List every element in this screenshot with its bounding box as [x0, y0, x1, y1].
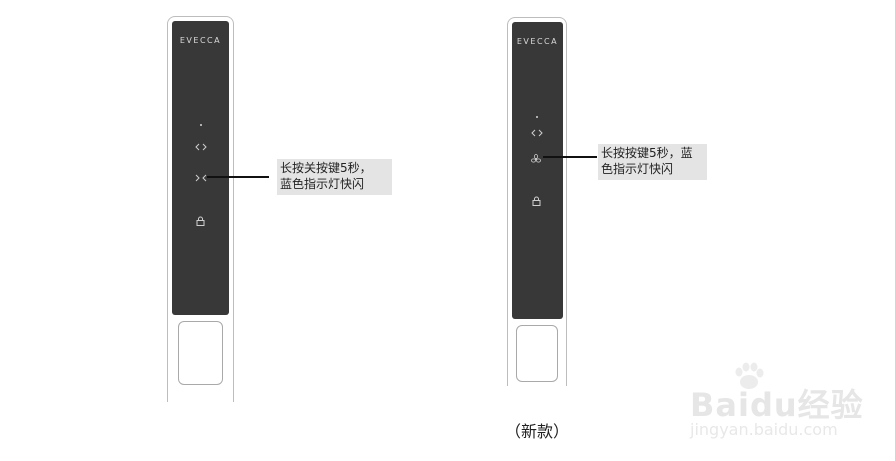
left-lock-icon[interactable]: [196, 216, 205, 226]
left-indicator-dot: [200, 124, 202, 126]
left-lock-body: EVECCA: [167, 16, 234, 402]
right-brand-logo: EVECCA: [516, 37, 559, 46]
baidu-watermark-logo: Baidu经验: [690, 386, 864, 424]
right-fingerprint-pad[interactable]: [516, 325, 558, 382]
right-lock-body: EVECCA: [507, 17, 567, 386]
left-brand-logo: EVECCA: [179, 36, 222, 45]
right-control-panel: EVECCA: [512, 22, 563, 319]
right-lock-icon[interactable]: [532, 196, 541, 206]
left-fingerprint-pad[interactable]: [178, 321, 223, 385]
right-fan-icon[interactable]: [531, 154, 541, 164]
new-model-caption: （新款）: [504, 422, 569, 441]
left-leader-line: [207, 176, 269, 178]
left-arrows-out-icon[interactable]: [195, 143, 207, 151]
paw-watermark-icon: [735, 362, 764, 389]
right-callout-label: 长按按键5秒，蓝 色指示灯快闪: [598, 144, 707, 180]
left-control-panel: EVECCA: [172, 21, 229, 315]
left-callout-label: 长按关按键5秒， 蓝色指示灯快闪: [277, 159, 392, 195]
baidu-watermark-url: jingyan.baidu.com: [690, 420, 838, 439]
left-arrows-in-icon[interactable]: [195, 174, 207, 182]
right-indicator-dot: [536, 116, 538, 118]
right-leader-line: [543, 156, 597, 158]
right-arrows-out-icon[interactable]: [531, 129, 543, 137]
